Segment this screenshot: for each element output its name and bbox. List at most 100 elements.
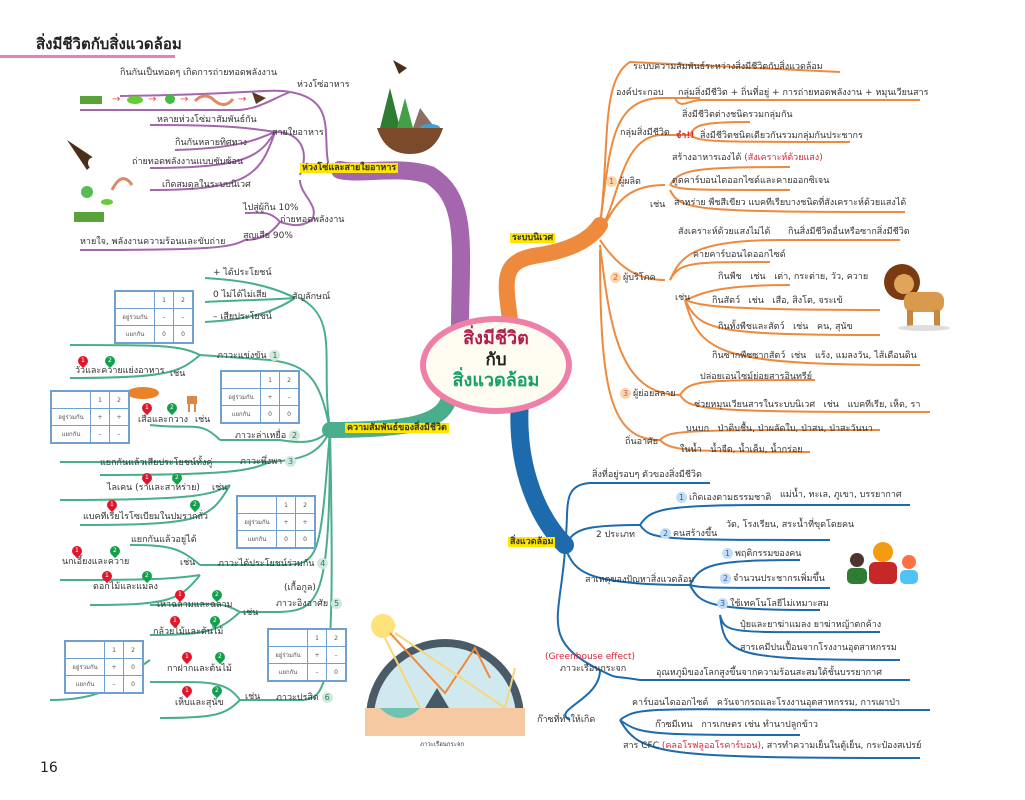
food-web-item: หลายห่วงโซ่มาสัมพันธ์กัน [157, 115, 257, 125]
food-web-label: สายใยอาหาร [272, 128, 324, 138]
relation-example: วัวและควายแย่งอาหาร [75, 366, 165, 376]
consumer-item-2: คายคาร์บอนไดออกไซด์ [693, 250, 786, 260]
family-illustration [843, 540, 923, 585]
relation-example: เห็บและสุนัข [175, 698, 224, 708]
number-badge: 3 [285, 456, 297, 467]
environment-definition: สิ่งที่อยู่รอบๆ ตัวของสิ่งมีชีวิต [592, 470, 702, 480]
food-web-item: ถ่ายทอดพลังงานแบบซับซ้อน [132, 157, 244, 167]
food-web-item: กินกันหลายทิศทาง [175, 138, 248, 148]
ecosystem-branch-trunk [498, 217, 608, 328]
relation-example: กล้วยไม้และต้นไม้ [153, 627, 224, 637]
manmade-examples: วัด, โรงเรียน, สระน้ำที่ขุดโดยคน [726, 520, 855, 530]
relation-type-mutualism: ภาวะพึ่งพา 3 [240, 456, 298, 468]
number-badge: 1 [676, 492, 687, 503]
relation-example: ไลเคน (ราและสาหร่าย) [107, 483, 200, 493]
deer-illustration [183, 390, 201, 412]
number-badge: 1 [606, 176, 617, 187]
gas-cfc: สาร CFC (คลอโรฟลูออโรคาร์บอน), สารทำความ… [623, 741, 922, 751]
example-label: เช่น [195, 415, 211, 425]
habitat-label: ถิ่นอาศัย [625, 437, 659, 447]
symbol-item: – เสียประโยชน์ [213, 312, 272, 322]
remember-note: จำ!! [676, 131, 695, 141]
consumer-example-label: เช่น [675, 293, 691, 303]
food-chain-desc: กินกันเป็นทอดๆ เกิดการถ่ายทอดพลังงาน [120, 68, 278, 78]
greenhouse-english: (Greenhouse effect) [545, 652, 636, 662]
community-item-1: สิ่งมีชีวิตต่างชนิดรวมกลุ่มกัน [682, 110, 793, 120]
population-label: ประชากร [826, 131, 863, 141]
community-item-2: สิ่งมีชีวิตชนิดเดียวกันรวมกลุ่มกัน [700, 131, 827, 141]
gas-item: คาร์บอนไดออกไซด์ ควันจากรถและโรงงานอุตสา… [632, 698, 900, 708]
natural-examples: แม่น้ำ, ทะเล, ภูเขา, บรรยากาศ [780, 490, 902, 500]
number-badge: 3 [620, 388, 631, 399]
tech-item: ปุ๋ยและยาฆ่าแมลง ยาฆ่าหญ้าตกค้าง [740, 620, 882, 630]
habitat-land: บนบก ป่าดิบชื้น, ป่าผลัดใบ, ป่าสน, ป่าสะ… [686, 424, 873, 434]
number-badge: 2 [660, 528, 671, 539]
page-title: สิ่งมีชีวิตกับสิ่งแวดล้อม [36, 35, 182, 53]
relation-subtitle: (เกื้อกูล) [284, 583, 316, 593]
central-topic: สิ่งมีชีวิต กับ สิ่งแวดล้อม [420, 316, 572, 414]
food-chain-illustration: →→→→ [80, 88, 270, 106]
title-underline [0, 55, 175, 58]
consumer-type: กินซากพืชซากสัตว์ เช่น แร้ง, แมลงวัน, ไส… [712, 351, 917, 361]
producer-examples: สาหร่าย พืชสีเขียว แบคทีเรียบางชนิดที่สั… [674, 198, 907, 208]
ecosystem-island-illustration [375, 58, 445, 156]
symbols-label: สัญลักษณ์ [292, 292, 331, 302]
relation-type-predation: ภาวะล่าเหยื่อ 2 [235, 430, 302, 442]
number-badge: 3 [717, 598, 728, 609]
center-line-2: กับ [485, 350, 507, 370]
producer-example-label: เช่น [650, 200, 666, 210]
relation-example: นกเอี้ยงและควาย [62, 557, 130, 567]
svg-text:→: → [112, 94, 120, 105]
relation-example: เหาฉลามและฉลาม [157, 600, 233, 610]
svg-text:→: → [238, 94, 246, 105]
example-label: เช่น [212, 483, 228, 493]
relation-type-competition: ภาวะแข่งขัน 1 [217, 350, 282, 362]
energy-loss-desc: หายใจ, พลังงานความร้อนและขับถ่าย [80, 237, 226, 247]
number-badge: 6 [321, 692, 333, 703]
page-number: 16 [40, 760, 58, 776]
number-badge: 2 [610, 272, 621, 283]
community-label: กลุ่มสิ่งมีชีวิต [620, 128, 670, 138]
food-branch-trunk [331, 161, 471, 339]
number-badge: 1 [722, 548, 733, 559]
relation-example: เสือและกวาง [138, 415, 189, 425]
consumer-type: กินพืช เช่น เต่า, กระต่าย, วัว, ควาย [718, 272, 869, 282]
example-label: เช่น [243, 608, 259, 618]
components-label: องค์ประกอบ [616, 88, 664, 98]
consumer-item-1: สังเคราะห์ด้วยแสงไม่ได้ [678, 227, 771, 237]
environment-branch-trunk [510, 391, 574, 554]
greenhouse-desc: อุณหภูมิของโลกสูงขึ้นจากความร้อนสะสมใต้ช… [656, 668, 882, 678]
energy-loss: สูญเสีย 90% [243, 231, 293, 241]
components-value: กลุ่มสิ่งมีชีวิต + ถิ่นที่อยู่ + การถ่าย… [678, 88, 929, 98]
relation-type-protocooperation: ภาวะได้ประโยชน์ร่วมกัน 4 [218, 558, 330, 570]
number-badge: 2 [720, 573, 731, 584]
food-web-item: เกิดสมดุลในระบบนิเวศ [162, 180, 251, 190]
example-label: เช่น [245, 692, 261, 702]
environment-branch-label: สิ่งแวดล้อม [508, 537, 556, 547]
example-label: เช่น [180, 558, 196, 568]
energy-to-consumer: ไปสู่ผู้กิน 10% [243, 203, 299, 213]
center-line-1: สิ่งมีชีวิต [463, 328, 529, 349]
causes-label: สาเหตุของปัญหาสิ่งแวดล้อม [585, 575, 695, 585]
food-branch-label: ห่วงโซ่และสายใยอาหาร [300, 163, 399, 173]
greenhouse-thai: ภาวะเรือนกระจก [560, 664, 627, 674]
symbol-item: 0 ไม่ได้ไม่เสีย [213, 290, 267, 300]
ecosystem-definition: ระบบความสัมพันธ์ระหว่างสิ่งมีชีวิตกับสิ่… [633, 62, 823, 72]
relation-desc: แยกกันแล้วอยู่ได้ [131, 535, 197, 545]
svg-text:→: → [148, 94, 156, 105]
symbol-item: + ได้ประโยชน์ [213, 268, 272, 278]
number-badge: 1 [269, 350, 281, 361]
